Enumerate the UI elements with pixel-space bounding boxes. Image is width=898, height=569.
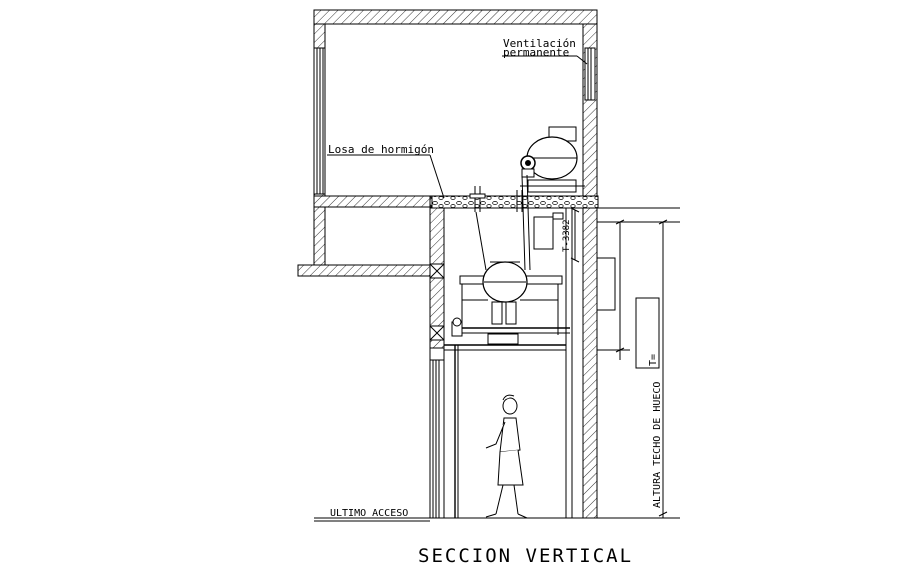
text-labels: Ventilación permanente Losa de hormigón … <box>328 37 663 567</box>
concrete-slab <box>313 195 680 209</box>
shaft-right-wall <box>582 207 598 519</box>
machine-room <box>313 9 598 197</box>
leaders <box>327 55 588 519</box>
last-access-label: ULTIMO ACCESO <box>330 508 408 519</box>
car-sheave <box>451 261 570 345</box>
ventilation-grille <box>584 47 596 101</box>
slab-label: Losa de hormigón <box>328 143 434 156</box>
elevator-machine <box>469 126 585 212</box>
dimension-lines <box>314 207 680 522</box>
shaft <box>429 207 616 519</box>
hoist-ropes <box>475 174 531 271</box>
shaft-height-label: ALTURA TECHO DE HUECO <box>652 382 663 508</box>
ventilation-label-2: permanente <box>503 46 569 59</box>
machine-room-roof <box>313 9 598 25</box>
adjacent-floor <box>297 206 431 277</box>
ventilation-label: Ventilación <box>503 37 576 50</box>
headroom-dim-label: T-3382 <box>562 219 572 252</box>
person-figure <box>485 394 528 519</box>
drawing-title: SECCION VERTICAL <box>418 545 633 567</box>
t-equals-label: T= <box>648 354 659 366</box>
